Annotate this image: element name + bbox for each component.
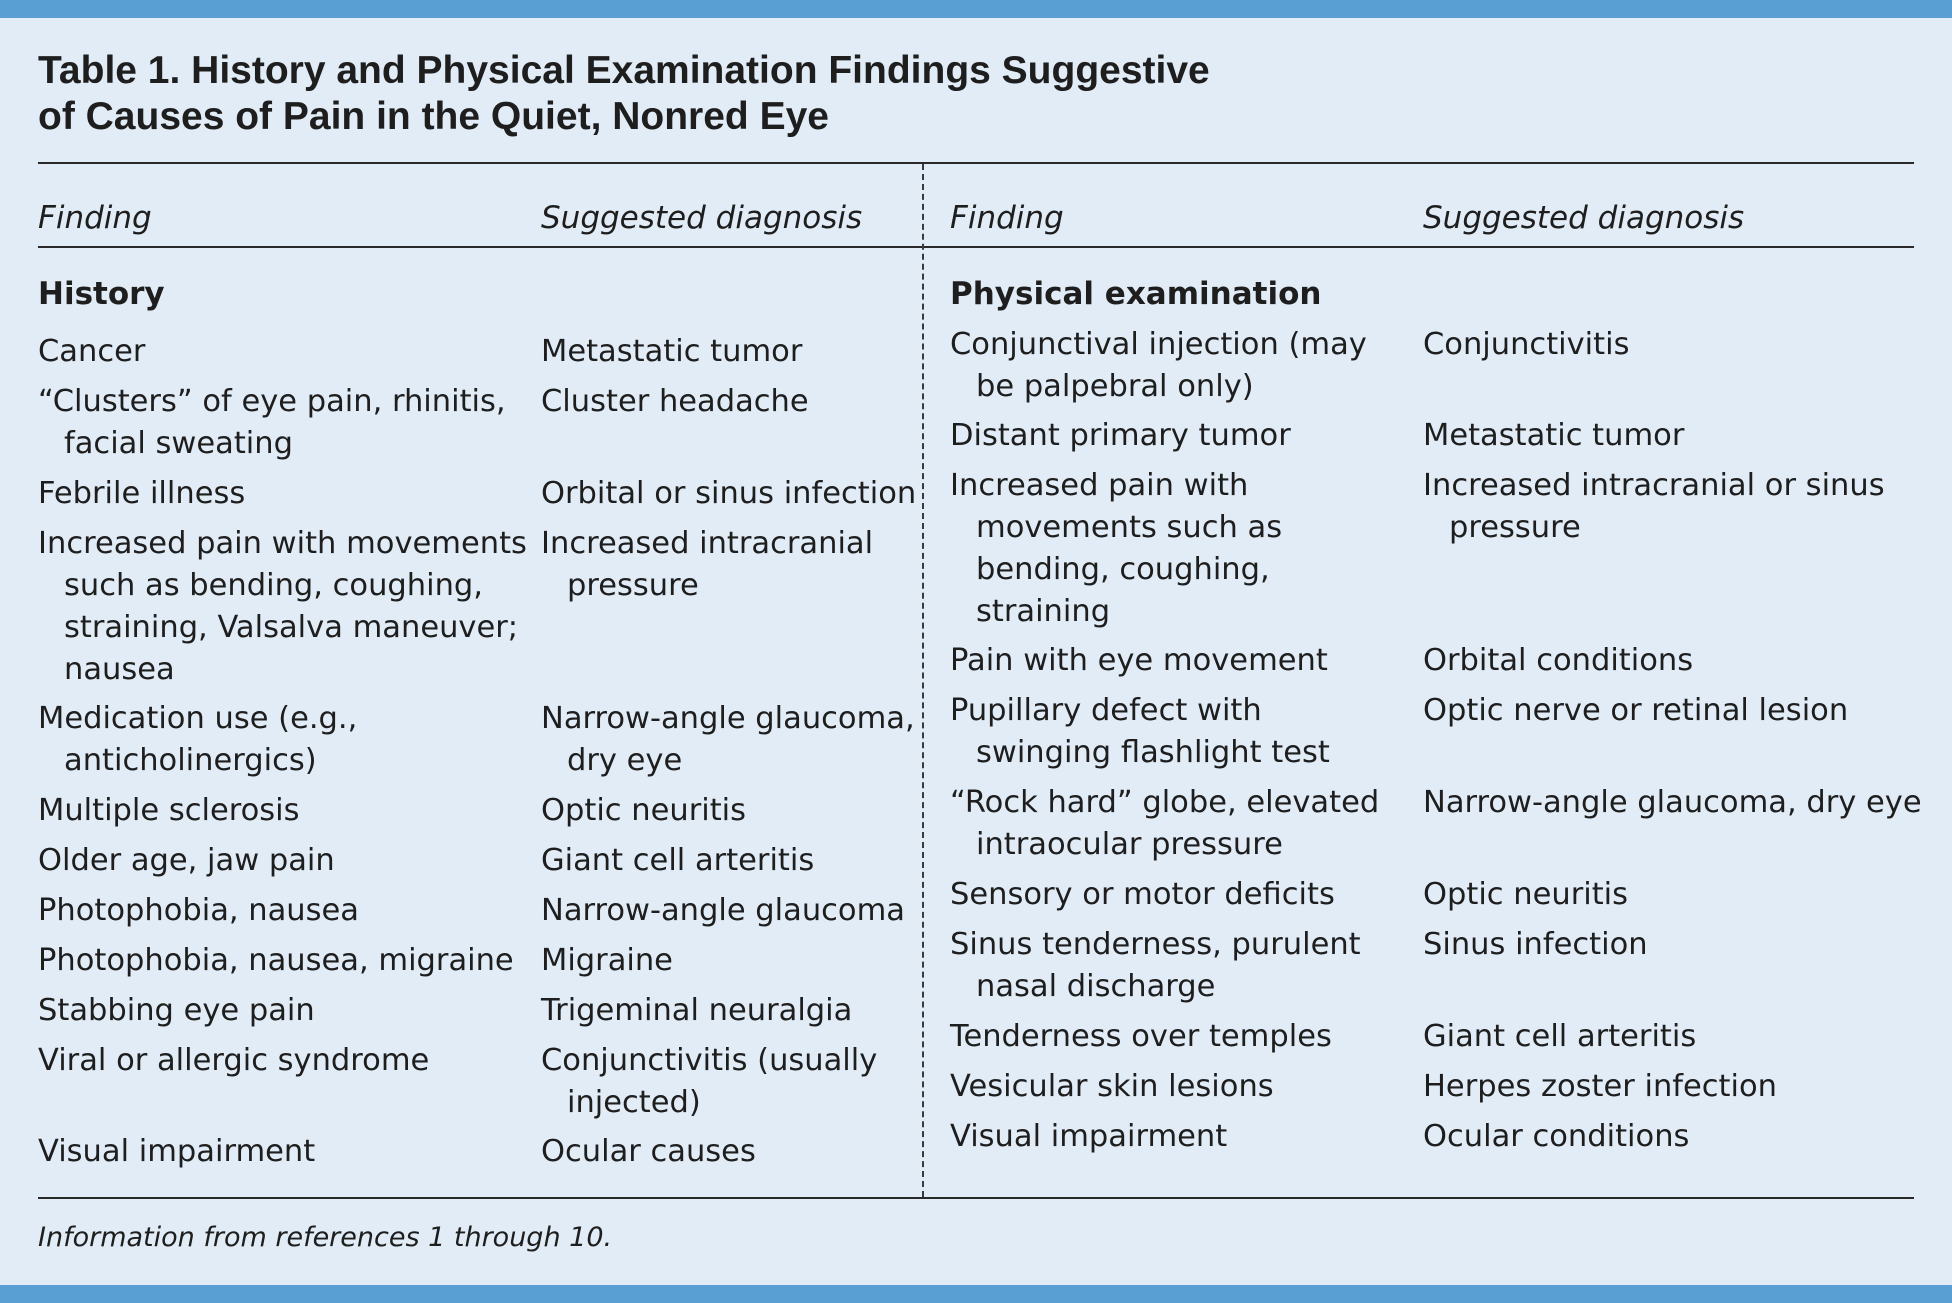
history-finding: Viral or allergic syndrome xyxy=(38,1043,430,1078)
physical-diagnosis: Giant cell arteritis xyxy=(1423,1019,1697,1054)
history-diagnosis: Migraine xyxy=(541,943,673,978)
history-diagnosis: Trigeminal neuralgia xyxy=(541,993,853,1028)
physical-finding: Increased pain with movements such as be… xyxy=(950,468,1283,629)
table-title-line-2: of Causes of Pain in the Quiet, Nonred E… xyxy=(38,95,829,138)
history-finding: Cancer xyxy=(38,334,146,369)
physical-diagnosis: Optic nerve or retinal lesion xyxy=(1423,693,1849,728)
table-title: Table 1. History and Physical Examinatio… xyxy=(38,48,1338,140)
history-finding: Photophobia, nausea xyxy=(38,893,359,928)
history-diagnosis: Ocular causes xyxy=(541,1134,756,1169)
history-diagnosis: Orbital or sinus infection xyxy=(541,476,917,511)
history-finding: Visual impairment xyxy=(38,1134,316,1169)
physical-diagnosis: Narrow-angle glaucoma, dry eye xyxy=(1423,785,1922,820)
physical-finding: Distant primary tumor xyxy=(950,418,1291,453)
history-finding: Older age, jaw pain xyxy=(38,843,335,878)
history-diagnosis: Narrow-angle glaucoma, dry eye xyxy=(541,701,915,778)
physical-diagnosis: Orbital conditions xyxy=(1423,643,1694,678)
bottom-rule xyxy=(38,1197,1914,1199)
physical-diagnosis: Ocular conditions xyxy=(1423,1119,1690,1154)
physical-finding: Conjunctival injection (may be palpebral… xyxy=(950,327,1367,404)
physical-diagnosis: Sinus infection xyxy=(1423,927,1648,962)
bottom-accent-bar xyxy=(0,1285,1952,1303)
top-rule xyxy=(38,162,1914,164)
section-title-physical-examination: Physical examination xyxy=(950,276,1322,312)
history-finding: Stabbing eye pain xyxy=(38,993,315,1028)
history-finding: “Clusters” of eye pain, rhinitis, facial… xyxy=(38,384,506,461)
physical-finding: Pain with eye movement xyxy=(950,643,1328,678)
footnote: Information from references 1 through 10… xyxy=(38,1222,613,1253)
history-finding: Increased pain with movements such as be… xyxy=(38,526,527,687)
physical-finding: Pupillary defect with swinging flashligh… xyxy=(950,693,1330,770)
physical-finding: Visual impairment xyxy=(950,1119,1228,1154)
physical-finding: Vesicular skin lesions xyxy=(950,1069,1274,1104)
header-finding-history: Finding xyxy=(38,200,152,236)
header-rule xyxy=(38,246,1914,248)
physical-finding: Sensory or motor deficits xyxy=(950,877,1335,912)
history-diagnosis: Giant cell arteritis xyxy=(541,843,815,878)
physical-diagnosis: Herpes zoster infection xyxy=(1423,1069,1777,1104)
physical-diagnosis: Increased intracranial or sinus pressure xyxy=(1423,468,1885,545)
header-diagnosis-history: Suggested diagnosis xyxy=(541,200,863,236)
history-diagnosis: Optic neuritis xyxy=(541,793,747,828)
history-finding: Medication use (e.g., anticholinergics) xyxy=(38,701,358,778)
physical-diagnosis: Optic neuritis xyxy=(1423,877,1629,912)
header-finding-physical: Finding xyxy=(950,200,1064,236)
top-accent-bar xyxy=(0,0,1952,18)
physical-finding: “Rock hard” globe, elevated intraocular … xyxy=(950,785,1380,862)
header-diagnosis-physical: Suggested diagnosis xyxy=(1423,200,1745,236)
history-diagnosis: Metastatic tumor xyxy=(541,334,803,369)
physical-diagnosis: Metastatic tumor xyxy=(1423,418,1685,453)
section-title-history: History xyxy=(38,276,165,312)
physical-finding: Tenderness over temples xyxy=(950,1019,1332,1054)
history-diagnosis: Conjunctivitis (usually injected) xyxy=(541,1043,878,1120)
history-finding: Febrile illness xyxy=(38,476,246,511)
history-finding: Photophobia, nausea, migraine xyxy=(38,943,514,978)
physical-diagnosis: Conjunctivitis xyxy=(1423,327,1630,362)
history-diagnosis: Narrow-angle glaucoma xyxy=(541,893,905,928)
history-diagnosis: Cluster headache xyxy=(541,384,809,419)
table-title-line-1: Table 1. History and Physical Examinatio… xyxy=(38,49,1210,92)
history-diagnosis: Increased intracranial pressure xyxy=(541,526,874,603)
physical-finding: Sinus tenderness, purulent nasal dischar… xyxy=(950,927,1361,1004)
dashed-column-divider xyxy=(922,164,924,1197)
history-finding: Multiple sclerosis xyxy=(38,793,300,828)
